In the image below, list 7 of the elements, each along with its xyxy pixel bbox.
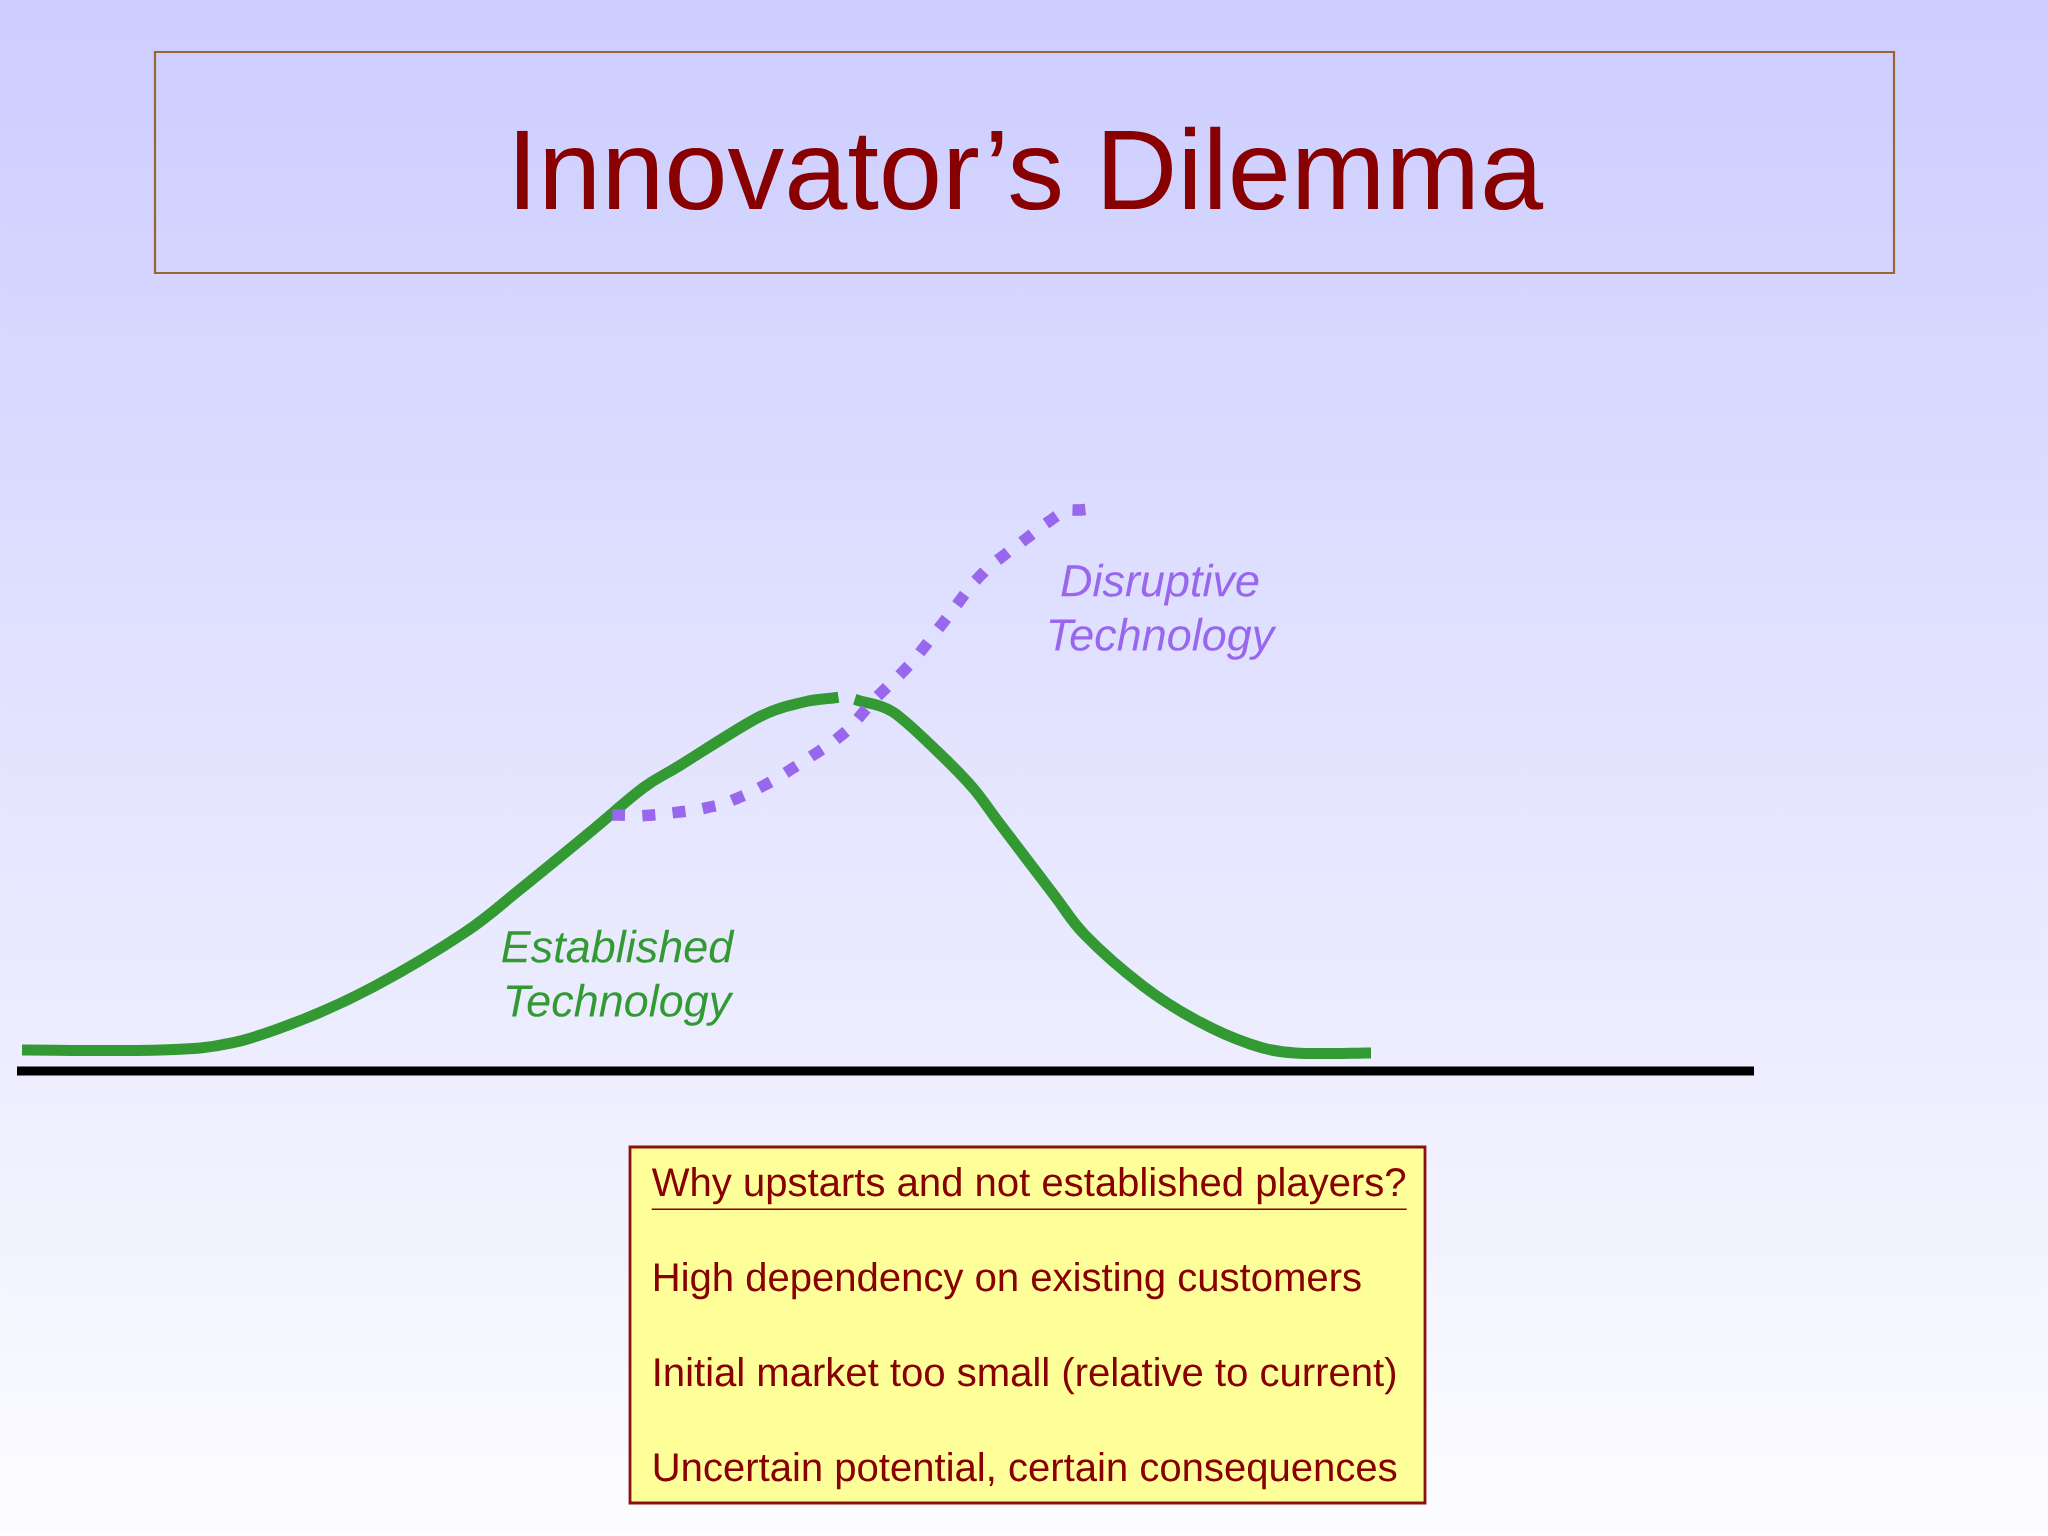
curve-label: Disruptive Technology — [1049, 563, 1277, 660]
text-line: High dependency on existing customers — [655, 1261, 1361, 1300]
text-line: Initial market too small (relative to current) — [655, 1356, 1396, 1395]
curve-label: Established Technology — [502, 929, 735, 1026]
title-box: Innovator’s Dilemma — [153, 50, 1896, 275]
heading: Why upstarts and not established players? — [651, 1166, 1408, 1210]
text-line: Uncertain potential, certain consequences — [654, 1451, 1397, 1490]
